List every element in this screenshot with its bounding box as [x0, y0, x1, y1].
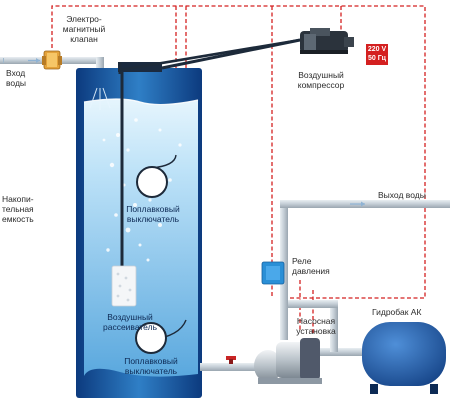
air-compressor — [300, 28, 354, 54]
storage-tank — [76, 62, 202, 398]
outlet-valve — [226, 356, 236, 364]
air-diffuser-label: Воздушный рассеиватель — [102, 312, 158, 332]
tank-outlet-pipe — [200, 363, 260, 371]
pressure-relay — [261, 261, 285, 285]
solenoid-valve — [42, 50, 62, 70]
water-in-arrow — [3, 58, 4, 63]
upper-float-label: Поплавковый выключатель — [126, 204, 180, 224]
air-compressor-label: Воздушный компрессор — [297, 70, 345, 90]
power-voltage: 220 V — [367, 46, 387, 53]
pump-unit-label: Насосная установка — [296, 316, 336, 336]
water-out-label: Выход воды — [378, 190, 426, 200]
solenoid-valve-label: Электро- магнитный клапан — [62, 14, 106, 44]
lower-float-label: Поплавковый выключатель — [124, 356, 178, 376]
air-diffuser — [111, 265, 137, 307]
hydraulic-tank-label: Гидробак АК — [372, 307, 422, 317]
hydraulic-tank — [362, 322, 446, 394]
pump-unit — [254, 338, 322, 384]
pressure-relay-label: Реле давления — [292, 256, 330, 276]
power-frequency: 50 Гц — [367, 55, 386, 62]
storage-tank-label: Накопи- тельная емкость — [2, 194, 34, 224]
lower-float — [135, 322, 167, 354]
water-in-label: Вход воды — [6, 68, 27, 88]
power-badge: 220 V 50 Гц — [366, 44, 388, 65]
upper-float — [136, 166, 168, 198]
